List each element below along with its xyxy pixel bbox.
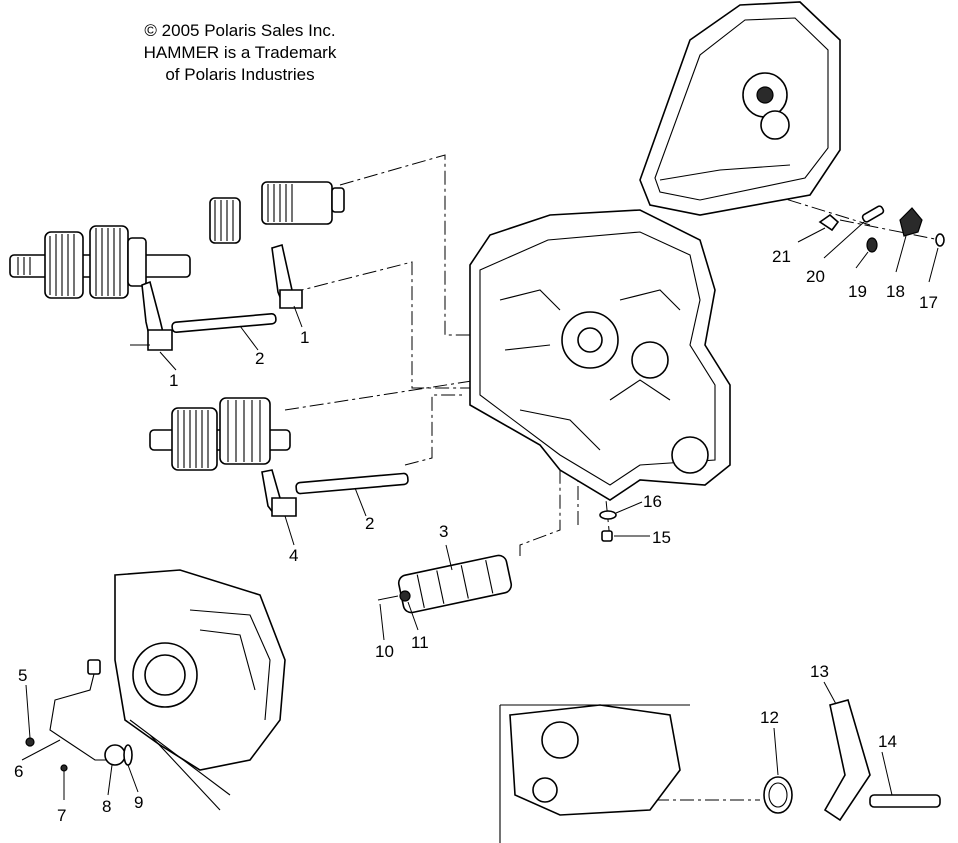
callout-10: 10 (375, 642, 394, 661)
callout-18: 18 (886, 282, 905, 301)
copyright-notice: © 2005 Polaris Sales Inc. HAMMER is a Tr… (110, 20, 370, 86)
crankcase-half (469, 209, 731, 501)
callout-2-upper: 2 (255, 349, 264, 368)
callout-7: 7 (57, 806, 66, 825)
callout-21: 21 (772, 247, 791, 266)
engine-side-view (114, 569, 286, 811)
callout-labels: 1 1 2 2 3 4 5 6 7 8 9 10 11 12 13 14 15 … (14, 247, 938, 825)
selector-parts (797, 205, 945, 283)
shift-fork-rod-lower (261, 469, 409, 517)
callout-2-lower: 2 (365, 514, 374, 533)
callout-9: 9 (134, 793, 143, 812)
gear-sensor-harness (21, 659, 139, 800)
callout-16: 16 (643, 492, 662, 511)
shift-drum (377, 554, 513, 614)
callout-6: 6 (14, 762, 23, 781)
callout-13: 13 (810, 662, 829, 681)
copyright-line-2: HAMMER is a Trademark (143, 43, 337, 62)
shift-linkage-view (499, 681, 941, 843)
drain-plug-washer (599, 501, 650, 542)
input-shaft-assembly (149, 397, 291, 471)
shift-fork-rod-upper (130, 243, 303, 351)
copyright-line-1: © 2005 Polaris Sales Inc. (144, 21, 336, 40)
callout-3: 3 (439, 522, 448, 541)
leader-lines (159, 305, 453, 641)
output-shaft-assembly (9, 181, 345, 299)
callout-17: 17 (919, 293, 938, 312)
callout-20: 20 (806, 267, 825, 286)
callout-1-lower: 1 (169, 371, 178, 390)
callout-12: 12 (760, 708, 779, 727)
callout-5: 5 (18, 666, 27, 685)
callout-4: 4 (289, 546, 298, 565)
crankcase-cover (639, 1, 841, 216)
callout-14: 14 (878, 732, 897, 751)
callout-1-upper: 1 (300, 328, 309, 347)
callout-11: 11 (411, 633, 429, 652)
callout-19: 19 (848, 282, 867, 301)
callout-15: 15 (652, 528, 671, 547)
callout-8: 8 (102, 797, 111, 816)
copyright-line-3: of Polaris Industries (165, 65, 315, 84)
